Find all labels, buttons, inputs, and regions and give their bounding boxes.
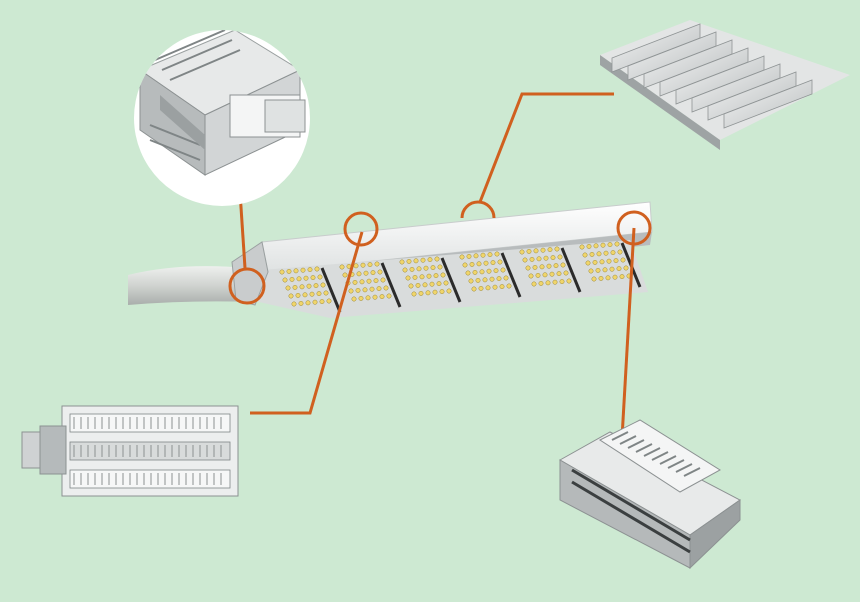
housing-perspective-icon <box>558 419 741 570</box>
callout-line-bottom-left <box>250 231 364 415</box>
heatsink-fins-icon <box>600 20 850 150</box>
callout-line-top-right <box>478 92 614 203</box>
connector-closeup-icon <box>134 30 310 206</box>
module-bars <box>69 413 231 489</box>
housing-slots <box>611 431 701 477</box>
callout-ring-module <box>343 211 379 247</box>
pole <box>128 266 252 305</box>
callout-ring-connector <box>228 267 266 305</box>
callout-ring-heatsink <box>460 200 496 219</box>
callout-rings <box>228 200 652 305</box>
lamp-end-cap <box>231 241 269 306</box>
callout-ring-endcap <box>616 210 652 246</box>
callout-line-top-left <box>238 191 247 269</box>
module-array-icon <box>21 405 239 497</box>
callout-lines <box>238 92 636 439</box>
callout-line-bottom-right <box>620 227 636 439</box>
